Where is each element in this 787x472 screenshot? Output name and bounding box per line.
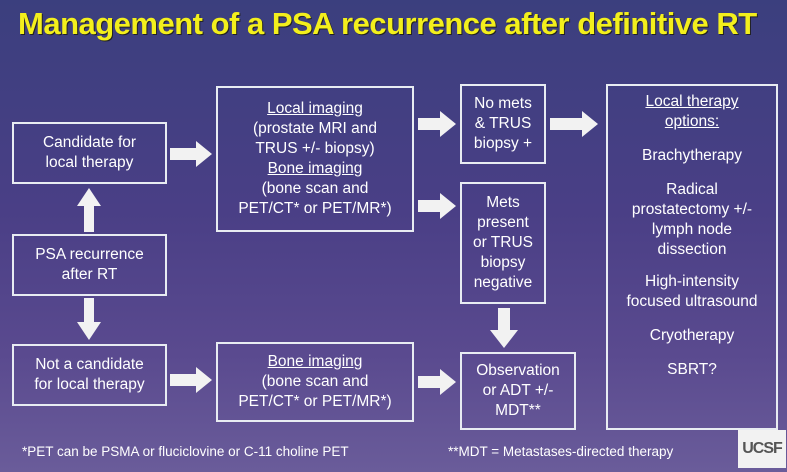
ucsf-logo: UCSF bbox=[738, 430, 786, 468]
arrow-down-icon bbox=[77, 298, 101, 340]
observation-line-3: MDT** bbox=[495, 402, 541, 419]
local-imaging-box: Local imaging (prostate MRI and TRUS +/-… bbox=[216, 86, 414, 232]
arrow-down-icon bbox=[490, 308, 518, 348]
mets-line-5: negative bbox=[473, 274, 533, 291]
footnote-mdt: **MDT = Metastases-directed therapy bbox=[448, 444, 674, 459]
not-candidate-box: Not a candidate for local therapy bbox=[12, 344, 167, 406]
arrow-up-icon bbox=[77, 188, 101, 232]
bone-imaging-line-2: PET/CT* or PET/MR*) bbox=[238, 393, 392, 410]
option-hifu-2: focused ultrasound bbox=[626, 293, 758, 310]
footnote-pet: *PET can be PSMA or fluciclovine or C-11… bbox=[22, 444, 349, 459]
option-hifu-1: High-intensity bbox=[645, 273, 739, 290]
local-imaging-line-1: (prostate MRI and bbox=[252, 120, 378, 137]
observation-line-1: Observation bbox=[476, 362, 560, 379]
options-heading-1: Local therapy bbox=[645, 93, 739, 110]
option-radical-3: lymph node bbox=[651, 221, 733, 238]
bone-imaging-line-1: (bone scan and bbox=[261, 373, 369, 390]
no-mets-line-2: & TRUS bbox=[474, 115, 532, 132]
arrow-right-icon bbox=[418, 369, 456, 395]
mets-line-3: or TRUS bbox=[472, 234, 533, 251]
not-candidate-line-2: for local therapy bbox=[34, 376, 145, 393]
mets-line-4: biopsy bbox=[480, 254, 526, 271]
bone-imaging-top-line-1: (bone scan and bbox=[261, 180, 369, 197]
local-imaging-line-2: TRUS +/- biopsy) bbox=[255, 140, 375, 157]
psa-line-1: PSA recurrence bbox=[35, 246, 144, 263]
local-therapy-options-box: Local therapy options: Brachytherapy Rad… bbox=[606, 84, 778, 430]
no-mets-line-3: biopsy + bbox=[473, 135, 533, 152]
candidate-line-1: Candidate for bbox=[42, 134, 137, 151]
no-mets-line-1: No mets bbox=[474, 95, 532, 112]
bone-imaging-heading-top: Bone imaging bbox=[267, 160, 363, 177]
not-candidate-line-1: Not a candidate bbox=[35, 356, 144, 373]
option-brachytherapy: Brachytherapy bbox=[642, 147, 742, 164]
mets-present-box: Mets present or TRUS biopsy negative bbox=[460, 182, 546, 304]
candidate-box: Candidate for local therapy bbox=[12, 122, 167, 184]
arrow-right-icon bbox=[418, 193, 456, 219]
candidate-line-2: local therapy bbox=[45, 154, 134, 171]
mets-line-1: Mets bbox=[486, 194, 520, 211]
arrow-right-icon bbox=[170, 367, 212, 393]
option-radical-2: prostatectomy +/- bbox=[631, 201, 753, 218]
bone-imaging-heading: Bone imaging bbox=[267, 353, 363, 370]
bone-imaging-top-line-2: PET/CT* or PET/MR*) bbox=[238, 200, 392, 217]
option-radical-1: Radical bbox=[666, 181, 718, 198]
option-cryotherapy: Cryotherapy bbox=[649, 327, 735, 344]
options-heading-2: options: bbox=[664, 113, 720, 130]
local-imaging-heading: Local imaging bbox=[267, 100, 363, 117]
mets-line-2: present bbox=[477, 214, 529, 231]
no-mets-box: No mets & TRUS biopsy + bbox=[460, 84, 546, 164]
psa-line-2: after RT bbox=[61, 266, 118, 283]
option-sbrt: SBRT? bbox=[667, 361, 717, 378]
observation-line-2: or ADT +/- bbox=[482, 382, 554, 399]
arrow-right-icon bbox=[550, 111, 598, 137]
arrow-right-icon bbox=[170, 141, 212, 167]
bone-imaging-box: Bone imaging (bone scan and PET/CT* or P… bbox=[216, 342, 414, 422]
observation-box: Observation or ADT +/- MDT** bbox=[460, 352, 576, 430]
option-radical-4: dissection bbox=[657, 241, 727, 258]
psa-recurrence-box: PSA recurrence after RT bbox=[12, 234, 167, 296]
arrow-right-icon bbox=[418, 111, 456, 137]
slide-title: Management of a PSA recurrence after def… bbox=[18, 6, 757, 41]
